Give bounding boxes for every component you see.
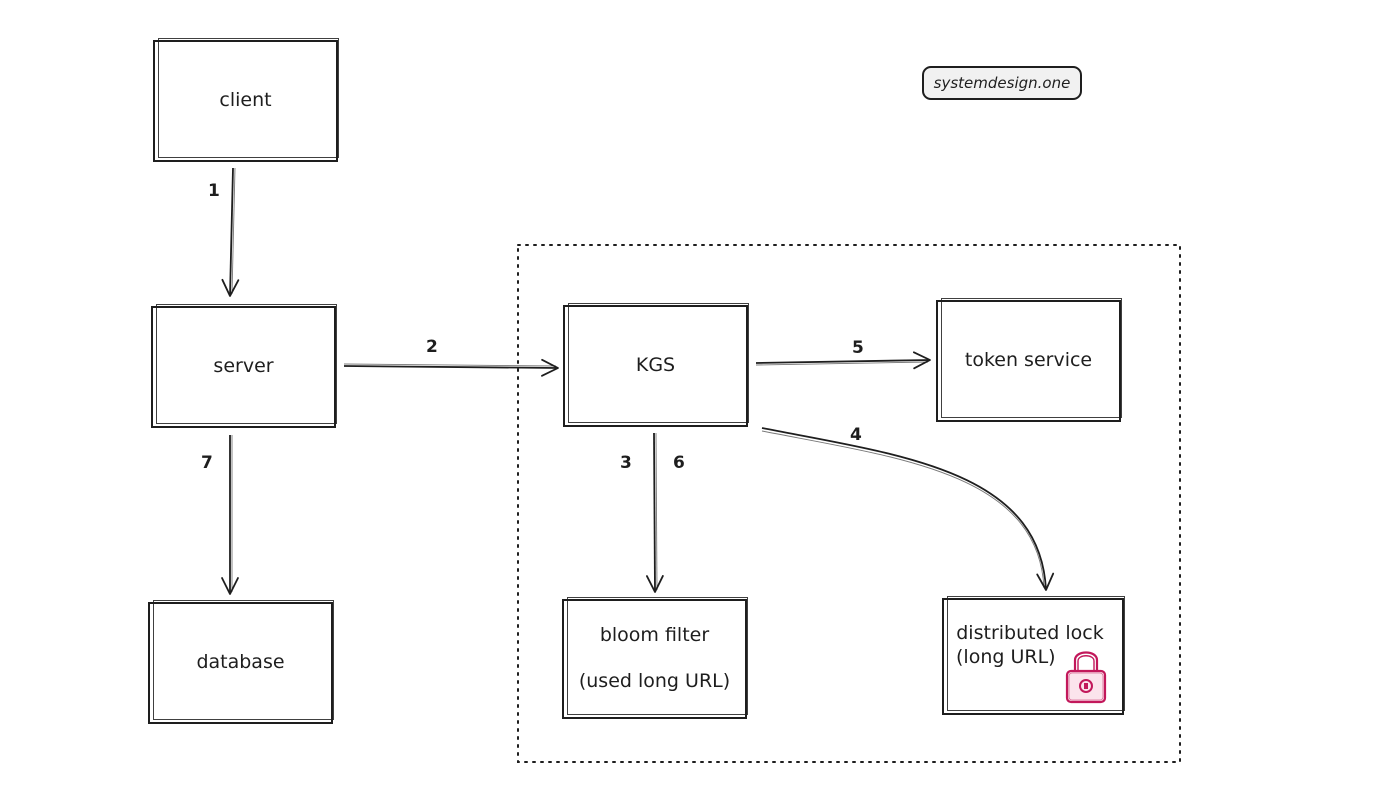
bloom-filter-node: bloom filter (used long URL) [562, 597, 748, 719]
distributed-lock-node: distributed lock (long URL) [942, 596, 1125, 715]
kgs-node: KGS [563, 303, 749, 427]
database-node: database [148, 600, 334, 724]
kgs-label: KGS [635, 354, 676, 377]
server-node: server [151, 304, 337, 428]
arrow-server-to-database [221, 435, 239, 595]
client-node: client [153, 38, 339, 162]
bloom-filter-label: bloom filter [599, 624, 710, 647]
client-label: client [219, 89, 272, 112]
step-number-5: 5 [852, 338, 864, 358]
distributed-lock-sublabel: (long URL) [956, 645, 1056, 668]
distributed-lock-label: distributed lock [956, 622, 1104, 644]
source-badge: systemdesign.one [922, 66, 1082, 100]
arrow-kgs-to-token-service [755, 351, 931, 370]
step-number-2: 2 [426, 337, 438, 357]
source-badge-text: systemdesign.one [933, 74, 1071, 92]
arrow-kgs-to-bloom-filter [645, 432, 664, 593]
bloom-filter-sublabel: (used long URL) [578, 670, 731, 692]
token-service-label: token service [964, 349, 1093, 372]
step-number-1: 1 [208, 181, 220, 201]
arrow-client-to-server [221, 167, 240, 297]
step-number-6: 6 [673, 453, 685, 473]
step-number-4: 4 [850, 425, 862, 445]
step-number-3: 3 [620, 453, 632, 473]
token-service-node: token service [936, 298, 1122, 422]
database-label: database [196, 651, 285, 674]
server-label: server [213, 355, 274, 378]
arrow-kgs-to-distributed-lock [761, 427, 1055, 591]
kgs-group-boundary [517, 244, 1181, 763]
step-number-7: 7 [201, 453, 213, 473]
padlock-icon [1065, 651, 1107, 704]
arrow-server-to-kgs [343, 358, 559, 377]
